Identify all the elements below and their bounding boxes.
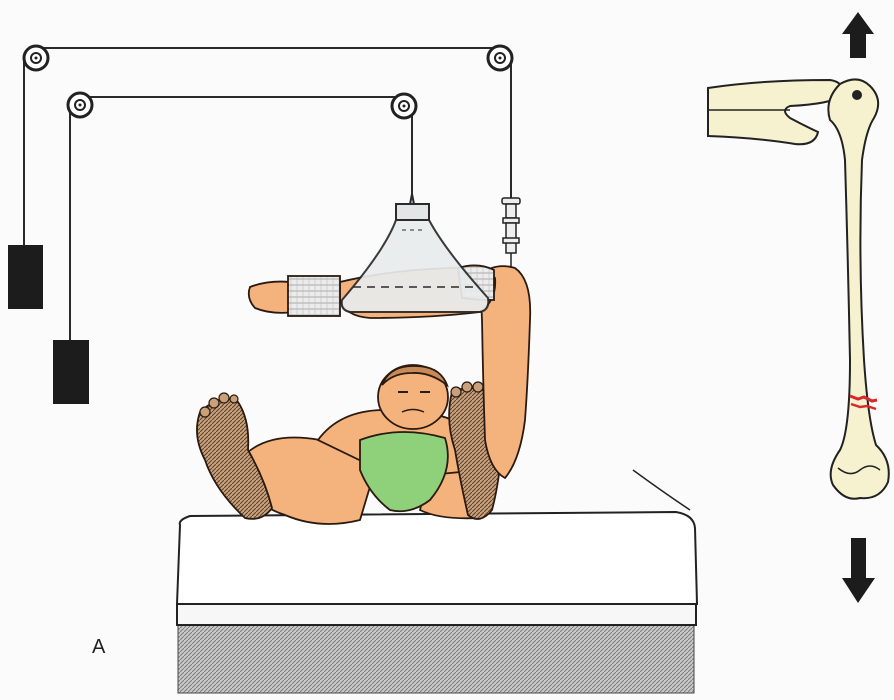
humerus-bone: [708, 79, 889, 498]
wrist-bandage: [288, 276, 340, 316]
radius-ulna: [708, 80, 843, 144]
pulley-icon: [488, 46, 512, 70]
pulley-icon: [68, 93, 92, 117]
arrow-down-icon: [842, 538, 875, 603]
pulley-icon: [392, 94, 416, 118]
mattress: [177, 512, 697, 604]
bed-rail: [177, 604, 696, 625]
weight-icon: [53, 340, 89, 404]
arrow-up-icon: [842, 12, 874, 58]
panel-label: A: [92, 636, 105, 659]
forearm-sling: [342, 194, 489, 312]
bed-base: [178, 625, 694, 693]
weight-icon: [8, 245, 43, 309]
pulley-icon: [24, 46, 48, 70]
